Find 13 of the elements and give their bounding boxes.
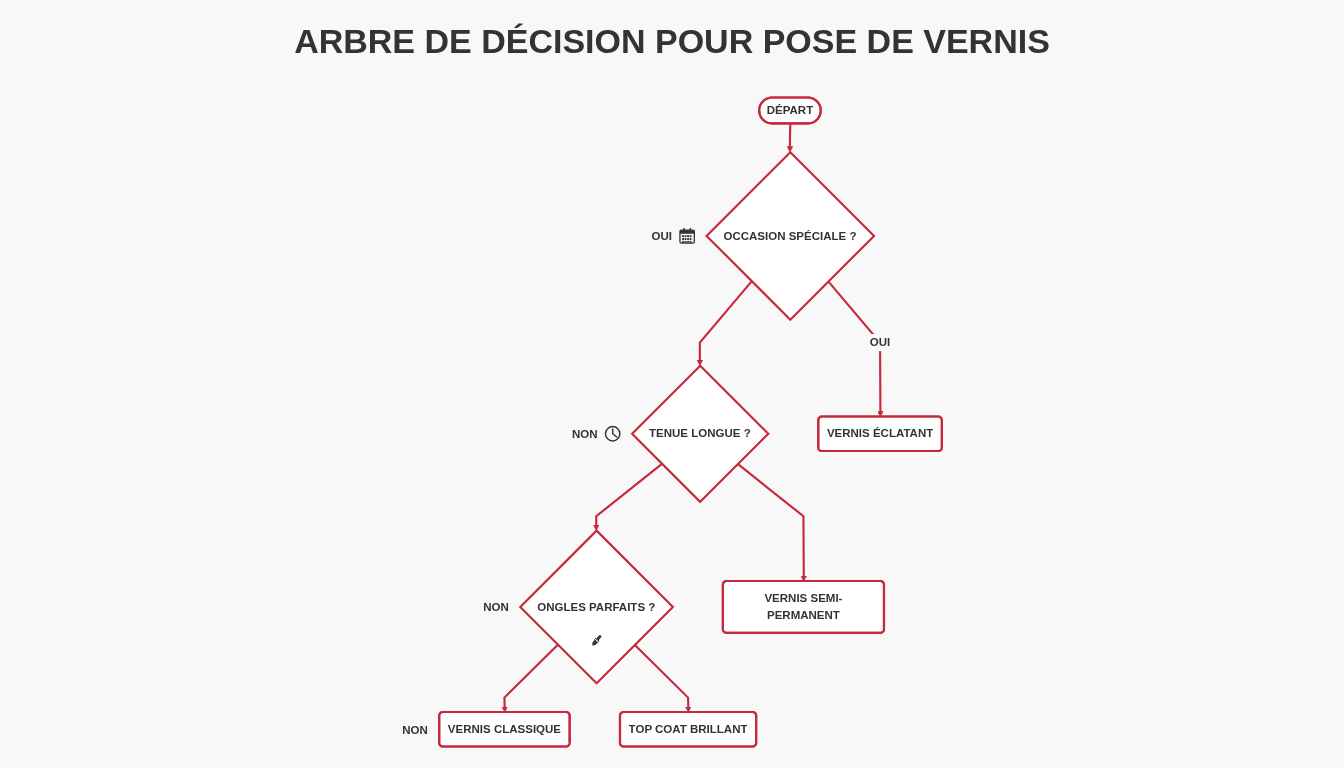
- arrow: [593, 463, 663, 531]
- node-diamond: ONGLES PARFAITS ?: [518, 529, 675, 685]
- edge-label: OUI: [869, 336, 891, 349]
- arrow: [737, 463, 807, 582]
- beside-label: OUI: [651, 230, 673, 243]
- beside-label: NON: [402, 723, 428, 736]
- arrow: [696, 280, 753, 366]
- node-diamond: OCCASION SPÉCIALE ?: [705, 150, 876, 322]
- arrow: [786, 123, 794, 153]
- beside-label: NON: [483, 601, 509, 614]
- diagram-title: ARBRE DE DÉCISION POUR POSE DE VERNIS: [294, 22, 1050, 60]
- node-diamond: TENUE LONGUE ?: [630, 364, 770, 504]
- beside-label: NON: [572, 428, 598, 441]
